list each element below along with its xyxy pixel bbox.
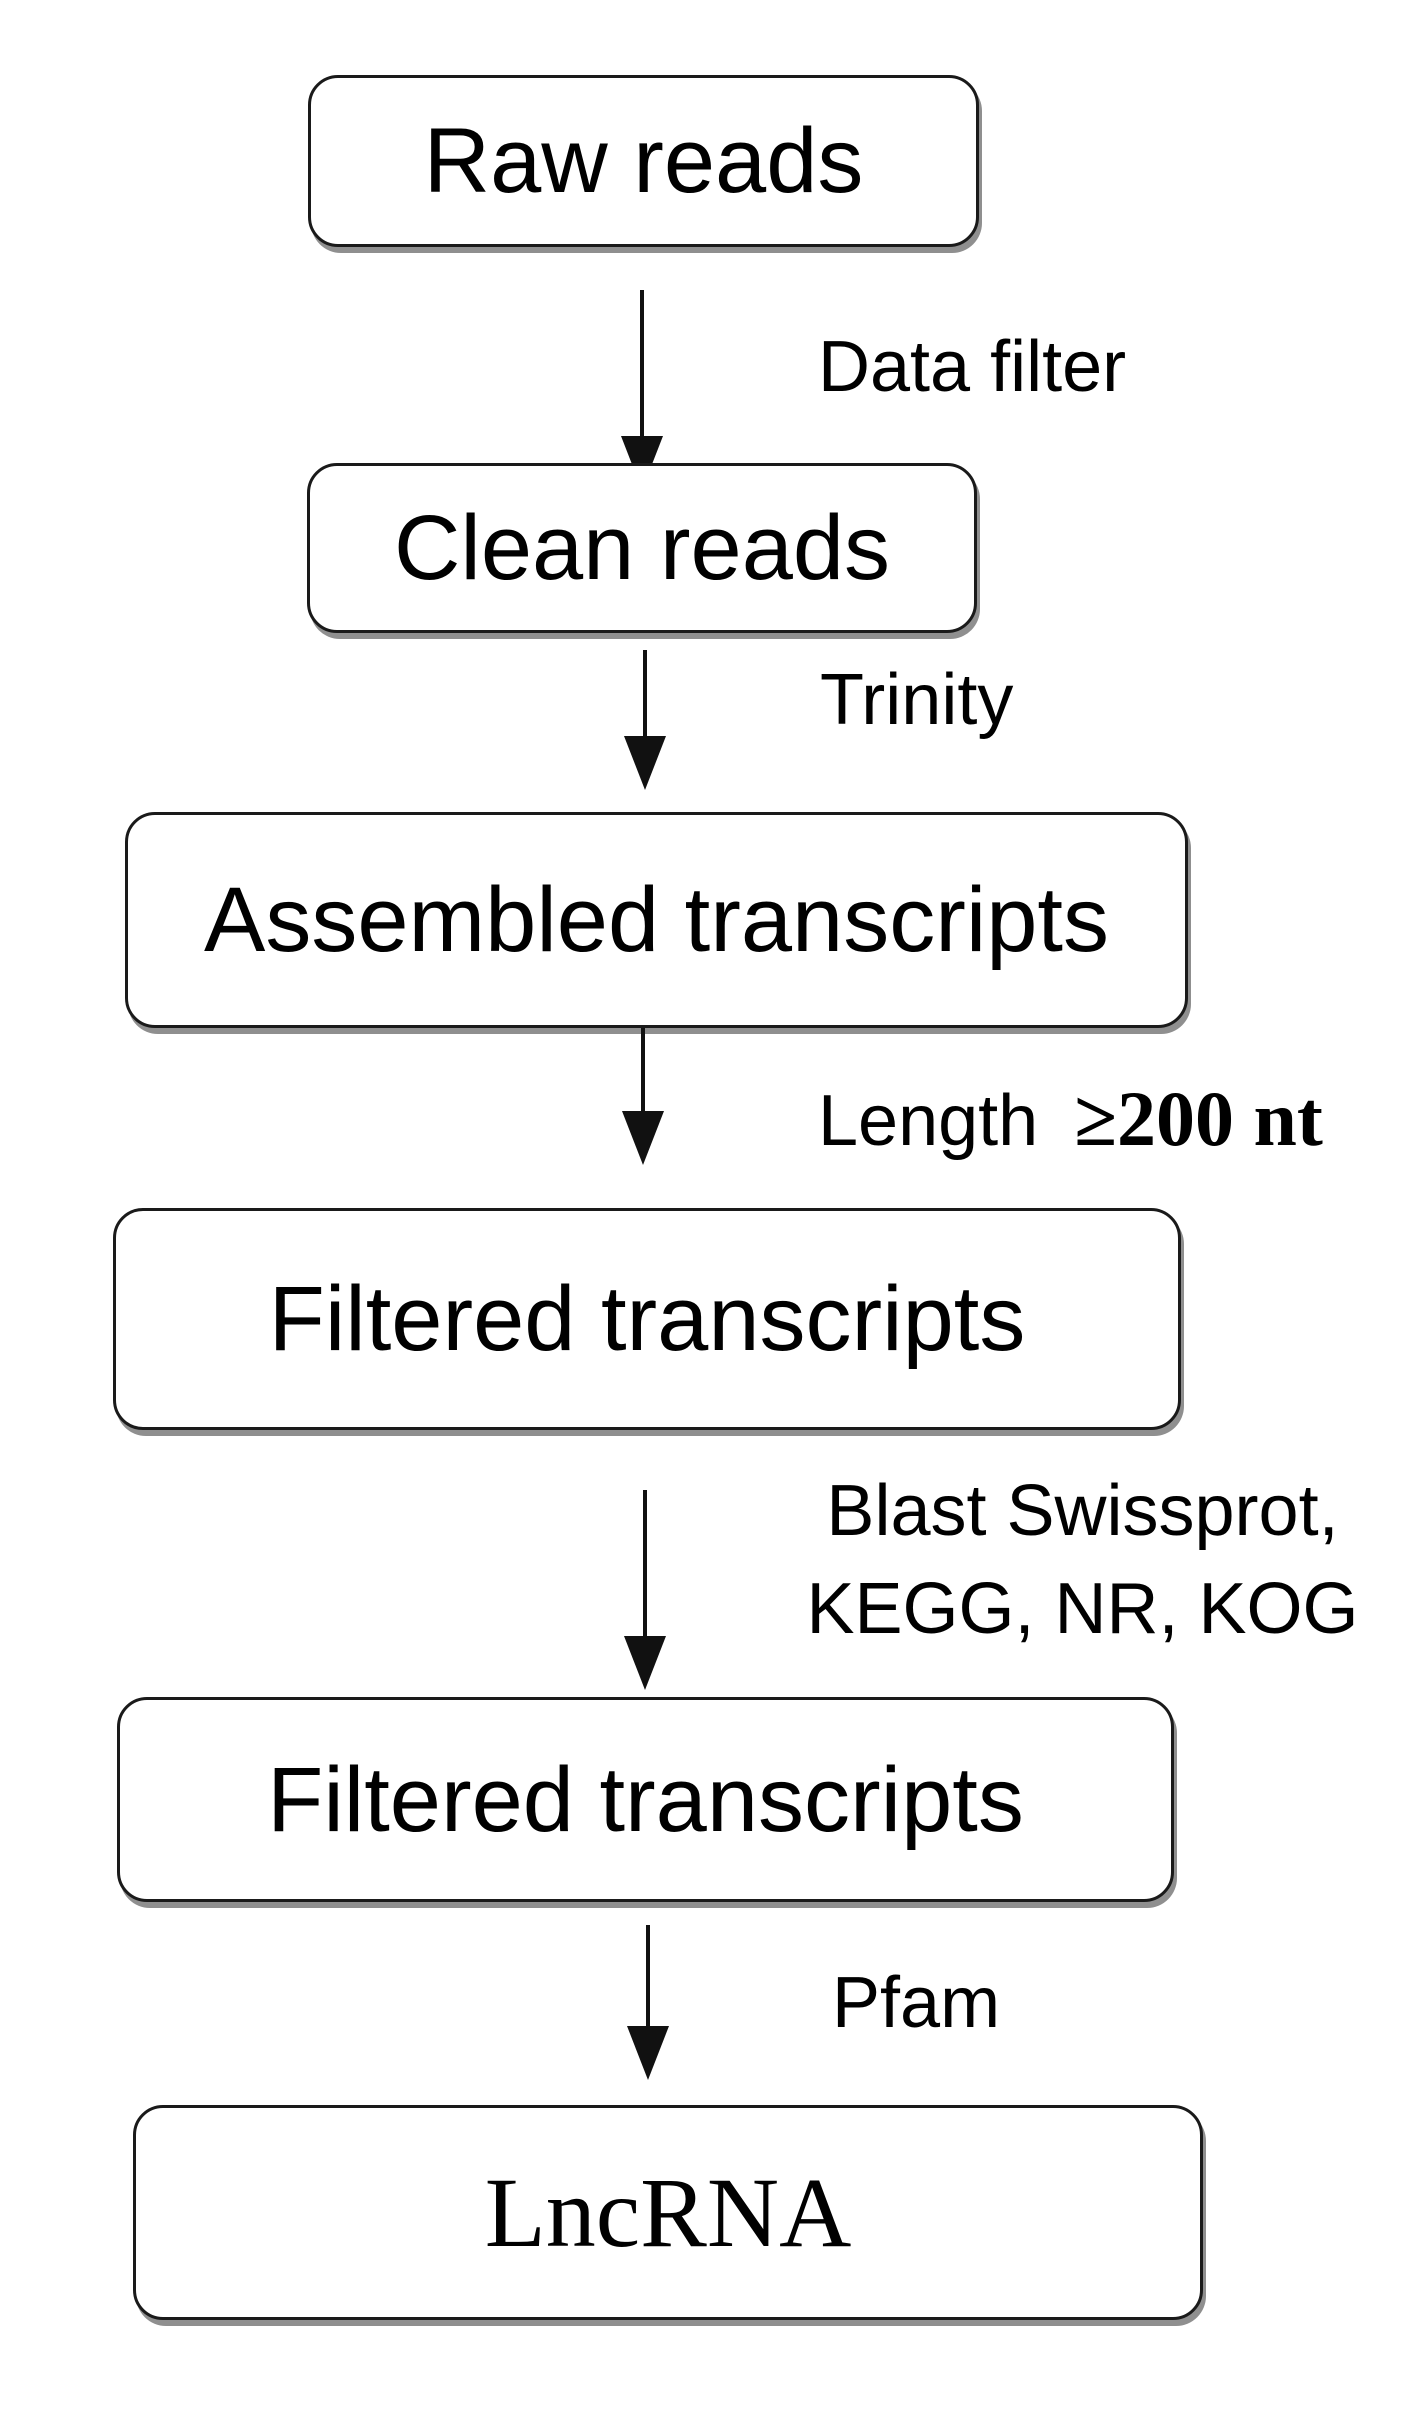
node-label: LncRNA [484,2156,852,2268]
arrow-down-icon [624,736,666,790]
node-filtered-transcripts-1: Filtered transcripts [113,1208,1181,1430]
node-raw-reads: Raw reads [308,75,979,247]
node-label: Assembled transcripts [204,869,1109,971]
flow-arrow-1 [620,290,664,490]
edge-label-blast-databases: Blast Swissprot, KEGG, NR, KOG [790,1462,1375,1658]
arrow-shaft [643,650,647,736]
flow-arrow-3 [621,1028,665,1165]
node-label: Raw reads [423,110,864,212]
node-assembled-transcripts: Assembled transcripts [125,812,1188,1028]
node-clean-reads: Clean reads [307,463,977,633]
node-label: Clean reads [393,497,891,599]
edge-label-length-threshold: Length ≥200 nt [818,1078,1323,1160]
arrow-shaft [646,1925,650,2026]
length-label-text: Length [818,1081,1059,1161]
length-threshold-text: ≥200 nt [1074,1075,1323,1162]
node-lncrna: LncRNA [133,2105,1203,2320]
node-label: Filtered transcripts [268,1268,1026,1370]
arrow-shaft [641,1028,645,1111]
node-filtered-transcripts-2: Filtered transcripts [117,1697,1174,1902]
arrow-down-icon [627,2026,669,2080]
blast-label-line2: KEGG, NR, KOG [806,1569,1359,1649]
flow-arrow-4 [623,1490,667,1690]
edge-label-pfam: Pfam [832,1963,1001,2043]
flow-arrow-5 [626,1925,670,2080]
blast-label-line1: Blast Swissprot, [826,1471,1339,1551]
arrow-shaft [640,290,644,436]
edge-label-trinity: Trinity [820,660,1014,740]
node-label: Filtered transcripts [267,1748,1024,1851]
arrow-shaft [643,1490,647,1636]
arrow-down-icon [624,1636,666,1690]
flow-arrow-2 [623,650,667,790]
arrow-down-icon [622,1111,664,1165]
edge-label-data-filter: Data filter [818,327,1127,407]
